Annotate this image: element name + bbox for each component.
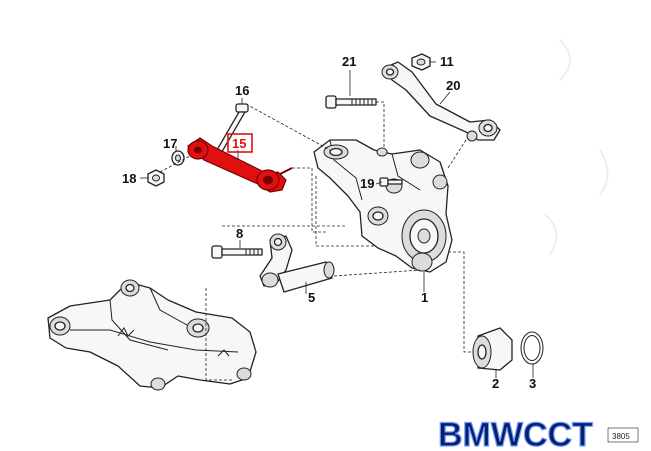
- callout-15: 15: [232, 136, 246, 151]
- sleeve-5: [277, 261, 335, 293]
- logo-text: BMWCCT: [438, 416, 593, 451]
- callout-16: 16: [235, 83, 249, 98]
- leader-lines: [140, 61, 534, 378]
- assembly-dashed-lines: [159, 101, 474, 381]
- callout-2: 2: [492, 376, 499, 391]
- bmwcct-watermark-logo: BMWCCT 3805: [437, 415, 639, 451]
- callout-21: 21: [342, 54, 356, 69]
- callout-19: 19: [360, 176, 374, 191]
- bushing-2: [472, 327, 513, 371]
- callout-20: 20: [446, 78, 460, 93]
- callout-5: 5: [308, 290, 315, 305]
- nut-18: [147, 169, 165, 187]
- bolt-21: [325, 95, 377, 109]
- wheel-carrier: [313, 139, 453, 273]
- rear-subframe: [47, 279, 257, 391]
- callout-11: 11: [440, 54, 454, 69]
- callout-labels: 16 17 18 21 11 20 19 8 5 1 2 3 15: [122, 54, 536, 391]
- callout-8: 8: [236, 226, 243, 241]
- callout-17: 17: [163, 136, 177, 151]
- bolt-19: [379, 177, 403, 187]
- background-marks: [544, 39, 609, 256]
- connecting-link: [259, 233, 293, 288]
- callout-1: 1: [421, 290, 428, 305]
- bolt-8: [211, 245, 263, 259]
- upper-control-arm: [381, 61, 501, 142]
- drawing-number: 3805: [612, 432, 630, 441]
- nut-11: [411, 53, 431, 71]
- highlighted-control-arm: [187, 137, 293, 193]
- callout-15-box: [227, 133, 253, 153]
- washer-17: [171, 150, 185, 166]
- callout-18: 18: [122, 171, 136, 186]
- drawing-number-box: [607, 427, 639, 443]
- o-ring-3: [520, 331, 544, 365]
- callout-3: 3: [529, 376, 536, 391]
